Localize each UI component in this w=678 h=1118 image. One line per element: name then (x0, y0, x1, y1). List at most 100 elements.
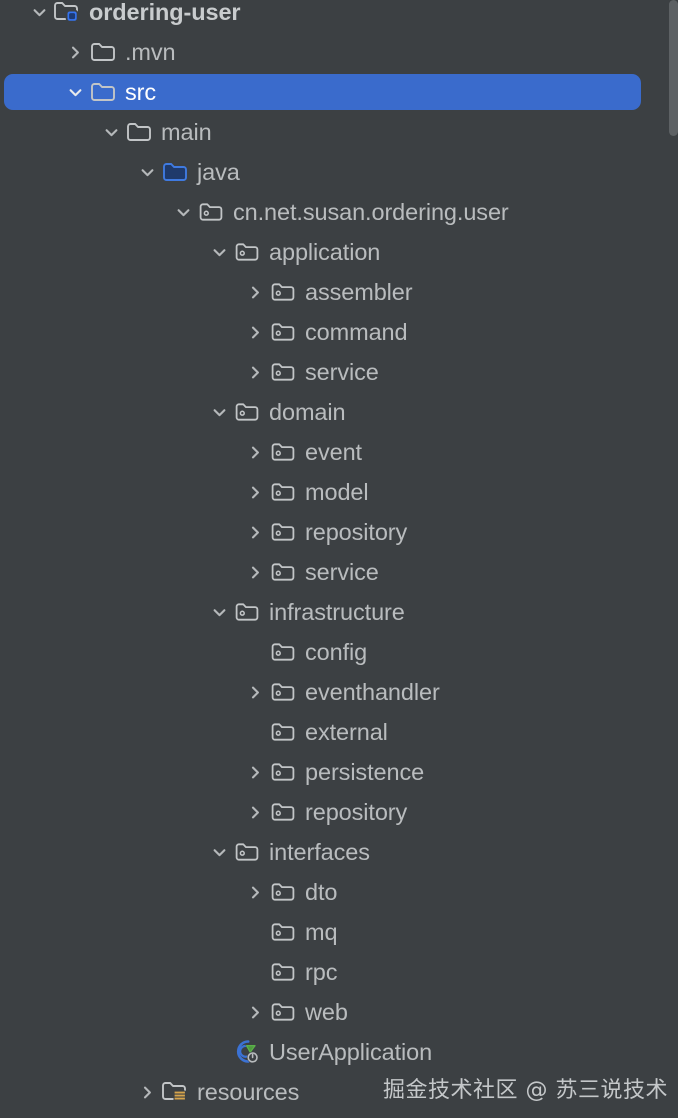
tree-row-label: rpc (305, 959, 338, 985)
tree-row-label: java (197, 159, 240, 185)
package-icon (232, 832, 262, 872)
tree-row-label: resources (197, 1079, 300, 1105)
tree-row-application[interactable]: application (0, 232, 678, 272)
package-icon (232, 232, 262, 272)
source-root-folder-icon (160, 152, 190, 192)
chevron-down-icon[interactable] (26, 0, 52, 32)
chevron-right-icon[interactable] (242, 472, 268, 512)
tree-row-label: cn.net.susan.ordering.user (233, 199, 509, 225)
chevron-right-icon[interactable] (242, 312, 268, 352)
tree-row-persistence[interactable]: persistence (0, 752, 678, 792)
chevron-right-icon[interactable] (62, 32, 88, 72)
tree-row-main[interactable]: main (0, 112, 678, 152)
chevron-right-icon[interactable] (242, 432, 268, 472)
chevron-right-icon[interactable] (242, 552, 268, 592)
chevron-down-icon[interactable] (206, 392, 232, 432)
chevron-down-icon[interactable] (206, 832, 232, 872)
tree-row-label: assembler (305, 279, 413, 305)
package-icon (268, 312, 298, 352)
chevron-right-icon[interactable] (242, 352, 268, 392)
tree-row-label: application (269, 239, 381, 265)
tree-row-interfaces[interactable]: interfaces (0, 832, 678, 872)
tree-row-resources[interactable]: resources (0, 1072, 678, 1112)
tree-row-model[interactable]: model (0, 472, 678, 512)
tree-row-web[interactable]: web (0, 992, 678, 1032)
tree-row-label: ordering-user (89, 0, 241, 25)
chevron-down-icon[interactable] (98, 112, 124, 152)
tree-row-label: service (305, 559, 379, 585)
package-icon (268, 512, 298, 552)
tree-indent (0, 952, 242, 992)
tree-row-rpc[interactable]: rpc (0, 952, 678, 992)
tree-row-label: domain (269, 399, 346, 425)
package-icon (232, 392, 262, 432)
chevron-down-icon[interactable] (170, 192, 196, 232)
spring-boot-run-icon (232, 1032, 262, 1072)
tree-indent (0, 0, 26, 32)
tree-row-label: repository (305, 799, 408, 825)
tree-row--mvn[interactable]: .mvn (0, 32, 678, 72)
tree-row-repository[interactable]: repository (0, 792, 678, 832)
tree-row-config[interactable]: config (0, 632, 678, 672)
module-folder-icon (52, 0, 82, 32)
tree-row-userapplication[interactable]: UserApplication (0, 1032, 678, 1072)
chevron-down-icon[interactable] (134, 152, 160, 192)
chevron-down-icon[interactable] (62, 72, 88, 112)
tree-row-external[interactable]: external (0, 712, 678, 752)
chevron-down-icon[interactable] (206, 232, 232, 272)
chevron-right-icon[interactable] (242, 752, 268, 792)
tree-row-label: event (305, 439, 362, 465)
tree-indent (0, 872, 242, 912)
tree-indent (0, 632, 242, 672)
chevron-right-icon[interactable] (242, 272, 268, 312)
tree-row-event[interactable]: event (0, 432, 678, 472)
tree-indent (0, 32, 62, 72)
tree-indent (0, 192, 170, 232)
package-icon (268, 472, 298, 512)
tree-row-repository[interactable]: repository (0, 512, 678, 552)
tree-row-cn-net-susan-ordering-user[interactable]: cn.net.susan.ordering.user (0, 192, 678, 232)
tree-row-label: persistence (305, 759, 425, 785)
tree-indent (0, 832, 206, 872)
chevron-right-icon[interactable] (242, 512, 268, 552)
resources-folder-icon (160, 1072, 190, 1112)
tree-indent (0, 72, 62, 112)
package-icon (268, 432, 298, 472)
folder-icon (88, 32, 118, 72)
tree-row-label: config (305, 639, 368, 665)
tree-row-dto[interactable]: dto (0, 872, 678, 912)
tree-row-service[interactable]: service (0, 552, 678, 592)
chevron-right-icon[interactable] (242, 872, 268, 912)
chevron-right-icon[interactable] (242, 992, 268, 1032)
folder-icon (88, 72, 118, 112)
tree-row-command[interactable]: command (0, 312, 678, 352)
chevron-down-icon[interactable] (206, 592, 232, 632)
tree-row-infrastructure[interactable]: infrastructure (0, 592, 678, 632)
tree-row-label: eventhandler (305, 679, 440, 705)
tree-indent (0, 392, 206, 432)
chevron-right-icon[interactable] (242, 792, 268, 832)
package-icon (268, 552, 298, 592)
tree-row-domain[interactable]: domain (0, 392, 678, 432)
tree-row-label: infrastructure (269, 599, 405, 625)
tree-indent (0, 592, 206, 632)
chevron-right-icon[interactable] (242, 672, 268, 712)
tree-row-label: main (161, 119, 212, 145)
tree-row-eventhandler[interactable]: eventhandler (0, 672, 678, 712)
tree-row-assembler[interactable]: assembler (0, 272, 678, 312)
twistie-placeholder (242, 952, 268, 992)
chevron-right-icon[interactable] (134, 1072, 160, 1112)
package-icon (268, 912, 298, 952)
tree-indent (0, 712, 242, 752)
tree-row-service[interactable]: service (0, 352, 678, 392)
package-icon (268, 632, 298, 672)
tree-row-ordering-user[interactable]: ordering-user (0, 0, 678, 32)
tree-indent (0, 552, 242, 592)
watermark-text: 掘金技术社区 @ 苏三说技术 (383, 1078, 668, 1103)
tree-row-mq[interactable]: mq (0, 912, 678, 952)
tree-row-java[interactable]: java (0, 152, 678, 192)
tree-row-src[interactable]: src (0, 72, 678, 112)
vertical-scrollbar[interactable] (669, 0, 678, 136)
package-icon (268, 272, 298, 312)
